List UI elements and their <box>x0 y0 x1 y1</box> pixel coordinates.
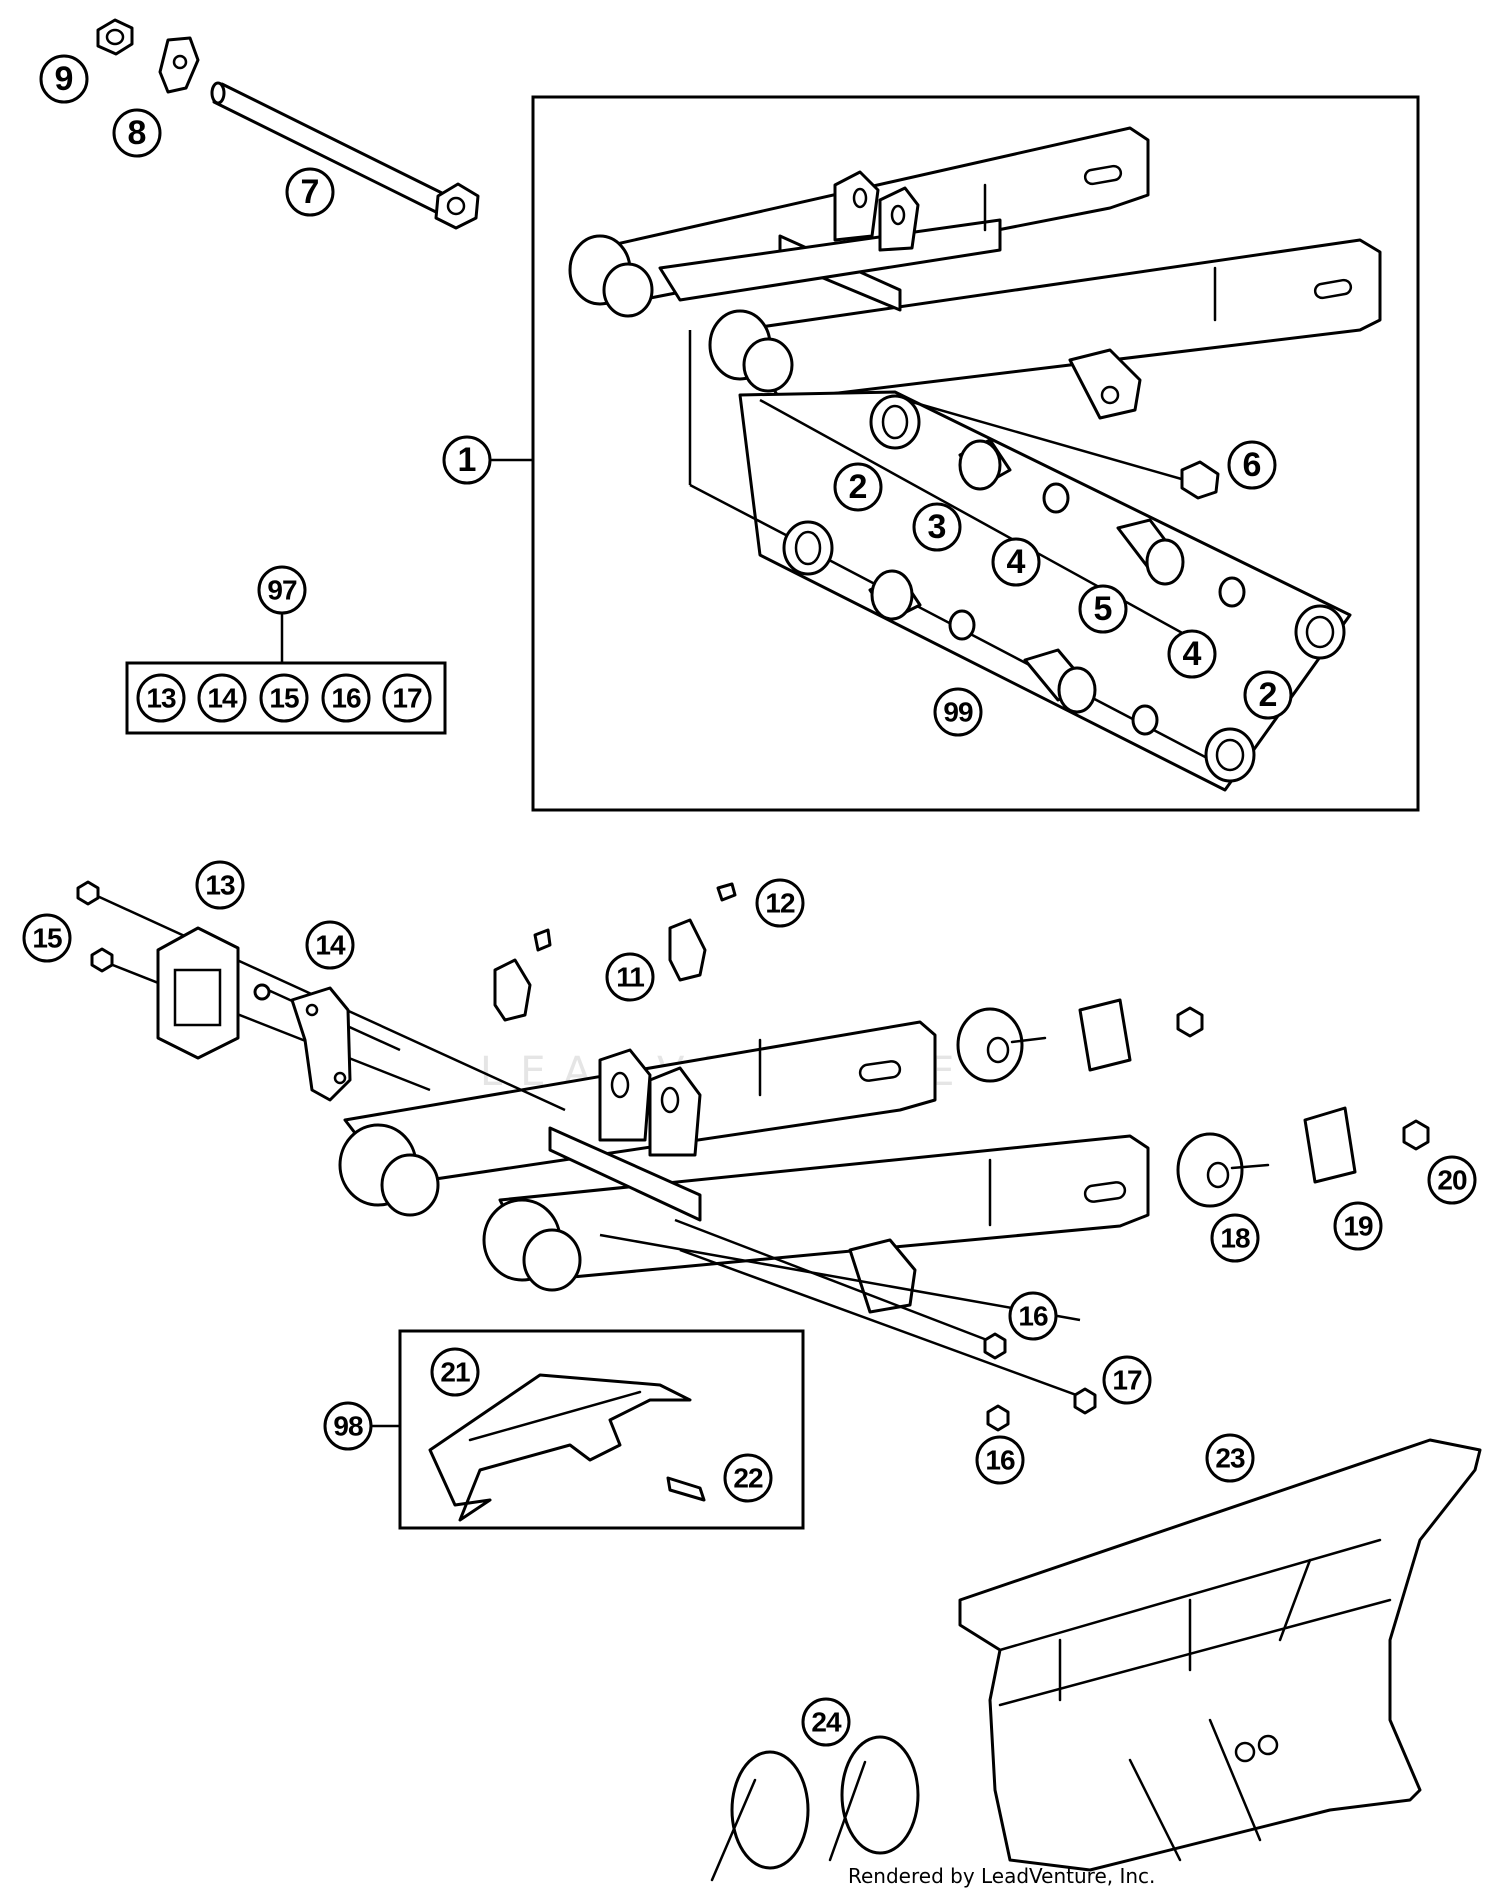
callout-16: 16 <box>1008 1291 1058 1341</box>
callout-17: 17 <box>1102 1355 1152 1405</box>
kit-97-item-16: 16 <box>321 673 371 723</box>
swingarm-assembly-1 <box>568 126 1382 420</box>
nuts-20 <box>1176 1006 1430 1151</box>
nut-9 <box>96 18 134 56</box>
callout-14: 14 <box>305 920 355 970</box>
svg-text:22: 22 <box>733 1463 763 1494</box>
svg-text:13: 13 <box>146 683 176 714</box>
callout-24: 24 <box>801 1697 851 1747</box>
kit-98-box <box>398 1329 805 1530</box>
credit-text: Rendered by LeadVenture, Inc. <box>848 1864 1155 1888</box>
svg-text:16: 16 <box>1018 1301 1048 1332</box>
svg-text:1: 1 <box>458 441 477 479</box>
svg-text:18: 18 <box>1220 1223 1250 1254</box>
callout-4b: 4 <box>1167 629 1217 679</box>
callout-13: 13 <box>195 860 245 910</box>
axle-bolt-7 <box>210 81 480 230</box>
svg-text:15: 15 <box>269 683 299 714</box>
callout-4: 4 <box>991 537 1041 587</box>
callout-2: 2 <box>833 462 883 512</box>
svg-text:97: 97 <box>267 575 297 606</box>
svg-text:7: 7 <box>301 173 320 211</box>
svg-text:8: 8 <box>128 114 147 152</box>
svg-text:19: 19 <box>1343 1211 1373 1242</box>
svg-text:12: 12 <box>765 888 795 919</box>
screw-22 <box>666 1476 706 1502</box>
callout-22: 22 <box>723 1453 773 1503</box>
svg-text:99: 99 <box>943 697 973 728</box>
clips-11 <box>493 918 707 1022</box>
callout-11: 11 <box>605 952 655 1002</box>
svg-text:16: 16 <box>331 683 361 714</box>
svg-text:3: 3 <box>928 508 947 546</box>
kit-97-item-17: 17 <box>382 673 432 723</box>
washer-8 <box>158 36 200 94</box>
callout-16b: 16 <box>975 1435 1025 1485</box>
chain-block-13 <box>156 926 240 1060</box>
svg-text:11: 11 <box>616 962 644 993</box>
kit-97-item-14: 14 <box>197 673 247 723</box>
kit-97-box <box>125 661 447 735</box>
callout-7: 7 <box>285 167 335 217</box>
callout-21: 21 <box>430 1347 480 1397</box>
chain-guard-23 <box>958 1438 1482 1872</box>
svg-text:13: 13 <box>205 870 235 901</box>
chain-slider-21 <box>428 1373 692 1522</box>
pads-18 <box>956 1007 1270 1208</box>
callout-8: 8 <box>112 108 162 158</box>
callout-6: 6 <box>1227 440 1277 490</box>
svg-text:20: 20 <box>1437 1165 1467 1196</box>
callout-97: 97 <box>257 565 307 615</box>
callout-12: 12 <box>755 878 805 928</box>
svg-text:14: 14 <box>315 930 346 961</box>
callout-99: 99 <box>933 687 983 737</box>
bolts-16-17 <box>983 1332 1097 1432</box>
svg-text:9: 9 <box>55 60 74 98</box>
kit-97-item-13: 13 <box>136 673 186 723</box>
swingarm-assembly-box <box>531 95 1420 812</box>
svg-text:4: 4 <box>1007 543 1026 581</box>
nuts-15 <box>76 880 271 1001</box>
callout-20: 20 <box>1427 1155 1477 1205</box>
callout-2b: 2 <box>1243 670 1293 720</box>
svg-text:2: 2 <box>849 468 868 506</box>
callout-3: 3 <box>912 502 962 552</box>
callout-5: 5 <box>1078 584 1128 634</box>
cable-ties-24 <box>710 1735 920 1882</box>
screw-12 <box>716 882 737 902</box>
callout-23: 23 <box>1205 1433 1255 1483</box>
clips-19 <box>1078 998 1357 1184</box>
svg-text:2: 2 <box>1259 676 1278 714</box>
bearing-parts <box>782 394 1346 783</box>
callout-18: 18 <box>1210 1213 1260 1263</box>
svg-text:21: 21 <box>440 1357 470 1388</box>
swingarm-exploded <box>338 1020 1150 1314</box>
svg-text:14: 14 <box>207 683 238 714</box>
svg-text:15: 15 <box>32 923 62 954</box>
callout-1: 1 <box>442 435 492 485</box>
callout-9: 9 <box>39 54 89 104</box>
callout-15: 15 <box>22 913 72 963</box>
svg-text:5: 5 <box>1094 590 1113 628</box>
callout-98: 98 <box>323 1401 373 1451</box>
svg-text:16: 16 <box>985 1445 1015 1476</box>
svg-text:17: 17 <box>392 683 422 714</box>
svg-text:6: 6 <box>1243 446 1262 484</box>
plate-14 <box>290 986 352 1102</box>
svg-text:17: 17 <box>1112 1365 1142 1396</box>
callout-19: 19 <box>1333 1201 1383 1251</box>
kit-97-item-15: 15 <box>259 673 309 723</box>
svg-text:98: 98 <box>333 1411 363 1442</box>
svg-text:23: 23 <box>1215 1443 1245 1474</box>
svg-text:4: 4 <box>1183 635 1202 673</box>
svg-text:24: 24 <box>811 1707 842 1738</box>
